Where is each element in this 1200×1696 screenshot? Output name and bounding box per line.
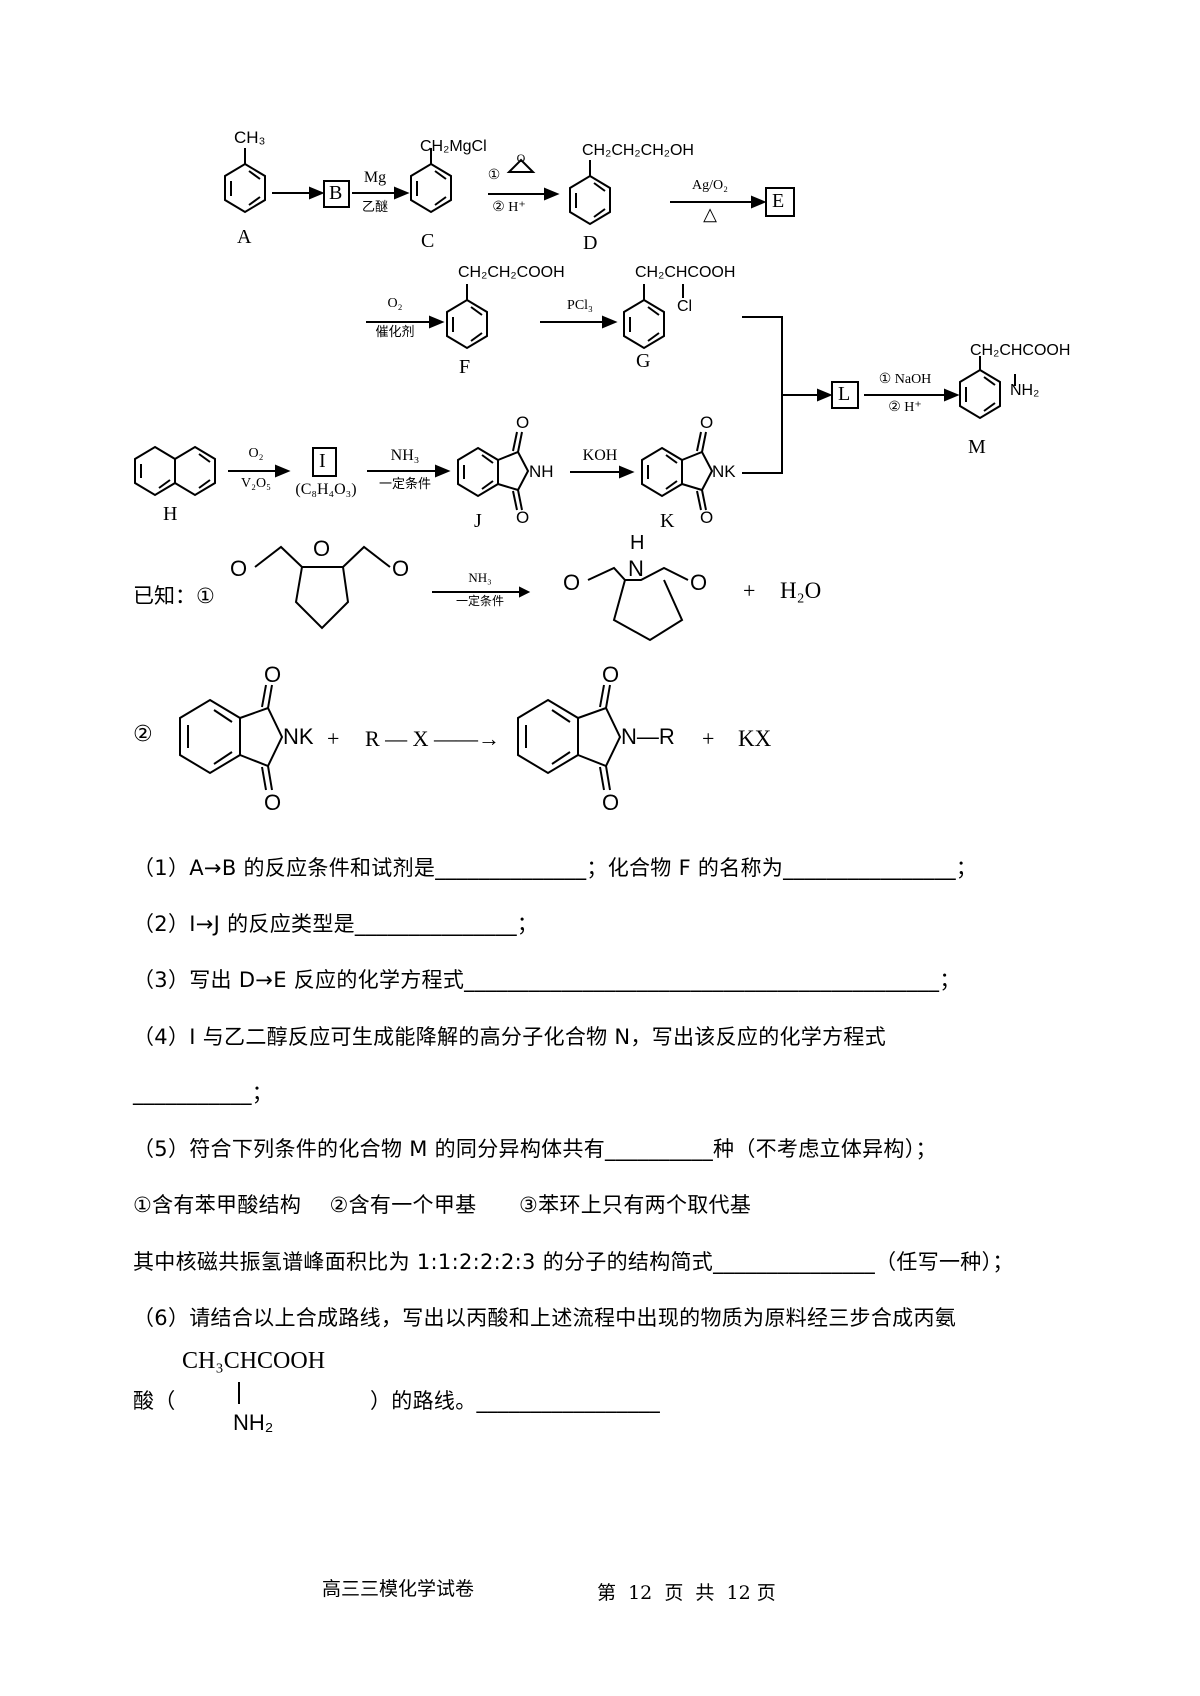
benzene-ring-a (224, 162, 266, 214)
label-a: A (237, 226, 252, 248)
d-substituent: CH₂CH₂CH₂OH (582, 142, 694, 159)
g-substituent: CH₂CHCOOH (635, 264, 736, 281)
known-r1-bottom: 一定条件 (455, 594, 504, 608)
g-chlorine: Cl (677, 298, 693, 315)
known-r2-o2-top: O (602, 662, 620, 687)
question-4-blank: ___________； (133, 1081, 274, 1105)
known-r2-o-top: O (264, 662, 282, 687)
cond-ij-bottom: 一定条件 (378, 477, 431, 492)
anhydride-o-ring: O (313, 536, 331, 561)
known-r2-plus2: + (702, 726, 715, 751)
epoxide-o: O (516, 151, 526, 165)
j-o-top: O (516, 413, 530, 432)
box-e-label: E (772, 190, 785, 212)
i-formula: (C₈H₄O₃) (295, 481, 357, 498)
question-3: （3）写出 D→E 反应的化学方程式______________________… (133, 968, 961, 992)
cond-de-top: Ag/O₂ (692, 178, 728, 193)
j-o-bottom: O (516, 508, 530, 527)
footer-title: 高三三模化学试卷 (322, 1578, 475, 1600)
question-1: （1）A→B 的反应条件和试剂是______________；化合物 F 的名称… (133, 856, 978, 880)
alanine-formula: CH₃CHCOOH (182, 1348, 326, 1374)
footer-page-number: 第 12 页 共 12 页 (597, 1582, 776, 1604)
synthesis-scheme-graphics (134, 148, 1016, 791)
imide-n: N (628, 556, 644, 581)
k-nk: NK (712, 462, 736, 481)
label-g: G (636, 350, 651, 372)
m-amino: NH₂ (1010, 382, 1040, 399)
cond-ij-top: NH₃ (390, 447, 420, 464)
known-r2-nk: NK (283, 724, 314, 749)
k-o-bottom: O (700, 508, 714, 527)
j-nh: NH (529, 462, 554, 481)
known-r2-plus1: + (327, 726, 340, 751)
known-r2-o-bottom: O (264, 790, 282, 815)
cond-lm-bottom: ② H⁺ (888, 400, 922, 415)
question-5-conditions: ①含有苯甲酸结构 ②含有一个甲基 ③苯环上只有两个取代基 (133, 1193, 752, 1217)
cond-de-bottom: △ (703, 204, 717, 224)
known-r1-top: NH₃ (468, 570, 492, 585)
alanine-nh2: NH₂ (233, 1410, 274, 1435)
label-d: D (583, 232, 598, 254)
known-r2-o2-bottom: O (602, 790, 620, 815)
label-j: J (474, 510, 482, 532)
k-o-top: O (700, 413, 714, 432)
imide-h: H (630, 532, 645, 554)
question-6-line2-start: 酸（ (133, 1389, 176, 1413)
cond-cd-bottom: ② H⁺ (492, 200, 526, 215)
known-r2-rx: R — X ——→ (365, 726, 501, 751)
label-m: M (968, 436, 986, 458)
cond-ef-top: O₂ (387, 296, 403, 311)
cond-bc-top: Mg (363, 169, 387, 186)
label-f: F (459, 356, 471, 378)
f-substituent: CH₂CH₂COOH (458, 264, 565, 281)
known-r1-water: H₂O (780, 578, 822, 603)
a-substituent: CH₃ (234, 128, 266, 147)
cond-hi-bottom: V₂O₅ (241, 476, 271, 491)
anhydride-o-right: O (392, 556, 410, 581)
label-c: C (421, 230, 435, 252)
box-l-label: L (838, 383, 851, 405)
cond-fg-top: PCl₃ (567, 298, 593, 313)
question-2: （2）I→J 的反应类型是_______________； (133, 912, 539, 936)
cond-hi-top: O₂ (248, 446, 264, 461)
cond-bc-bottom: 乙醚 (361, 200, 388, 215)
label-h: H (163, 503, 178, 525)
alanine-bond (238, 1382, 240, 1404)
cond-jk-top: KOH (582, 447, 618, 464)
label-k: K (660, 510, 675, 532)
question-6-line2-end: ）的路线。_________________ (370, 1389, 661, 1413)
known-prefix: 已知：① (133, 584, 215, 608)
question-5: （5）符合下列条件的化合物 M 的同分异构体共有__________种（不考虑立… (133, 1137, 937, 1161)
known-r2-num: ② (133, 722, 153, 747)
anhydride-o-left: O (230, 556, 248, 581)
c-substituent: CH₂MgCl (420, 138, 487, 155)
known-r2-nr: N—R (621, 724, 675, 749)
cond-lm-top: ① NaOH (878, 372, 932, 387)
question-5-nmr: 其中核磁共振氢谱峰面积比为 1:1:2:2:2:3 的分子的结构简式______… (133, 1250, 1014, 1274)
box-i-label: I (319, 450, 326, 472)
imide-o-left: O (563, 570, 581, 595)
question-4: （4）I 与乙二醇反应可生成能降解的高分子化合物 N，写出该反应的化学方程式 (133, 1025, 887, 1049)
known-r2-kx: KX (738, 726, 772, 751)
imide-o-right: O (690, 570, 708, 595)
cond-ef-bottom: 催化剂 (375, 325, 415, 340)
cond-cd-top: ① (487, 168, 501, 183)
box-b-label: B (329, 182, 343, 204)
known-r1-plus: + (743, 578, 756, 603)
question-6: （6）请结合以上合成路线，写出以丙酸和上述流程中出现的物质为原料经三步合成丙氨 (133, 1306, 957, 1330)
m-substituent: CH₂CHCOOH (970, 342, 1071, 359)
